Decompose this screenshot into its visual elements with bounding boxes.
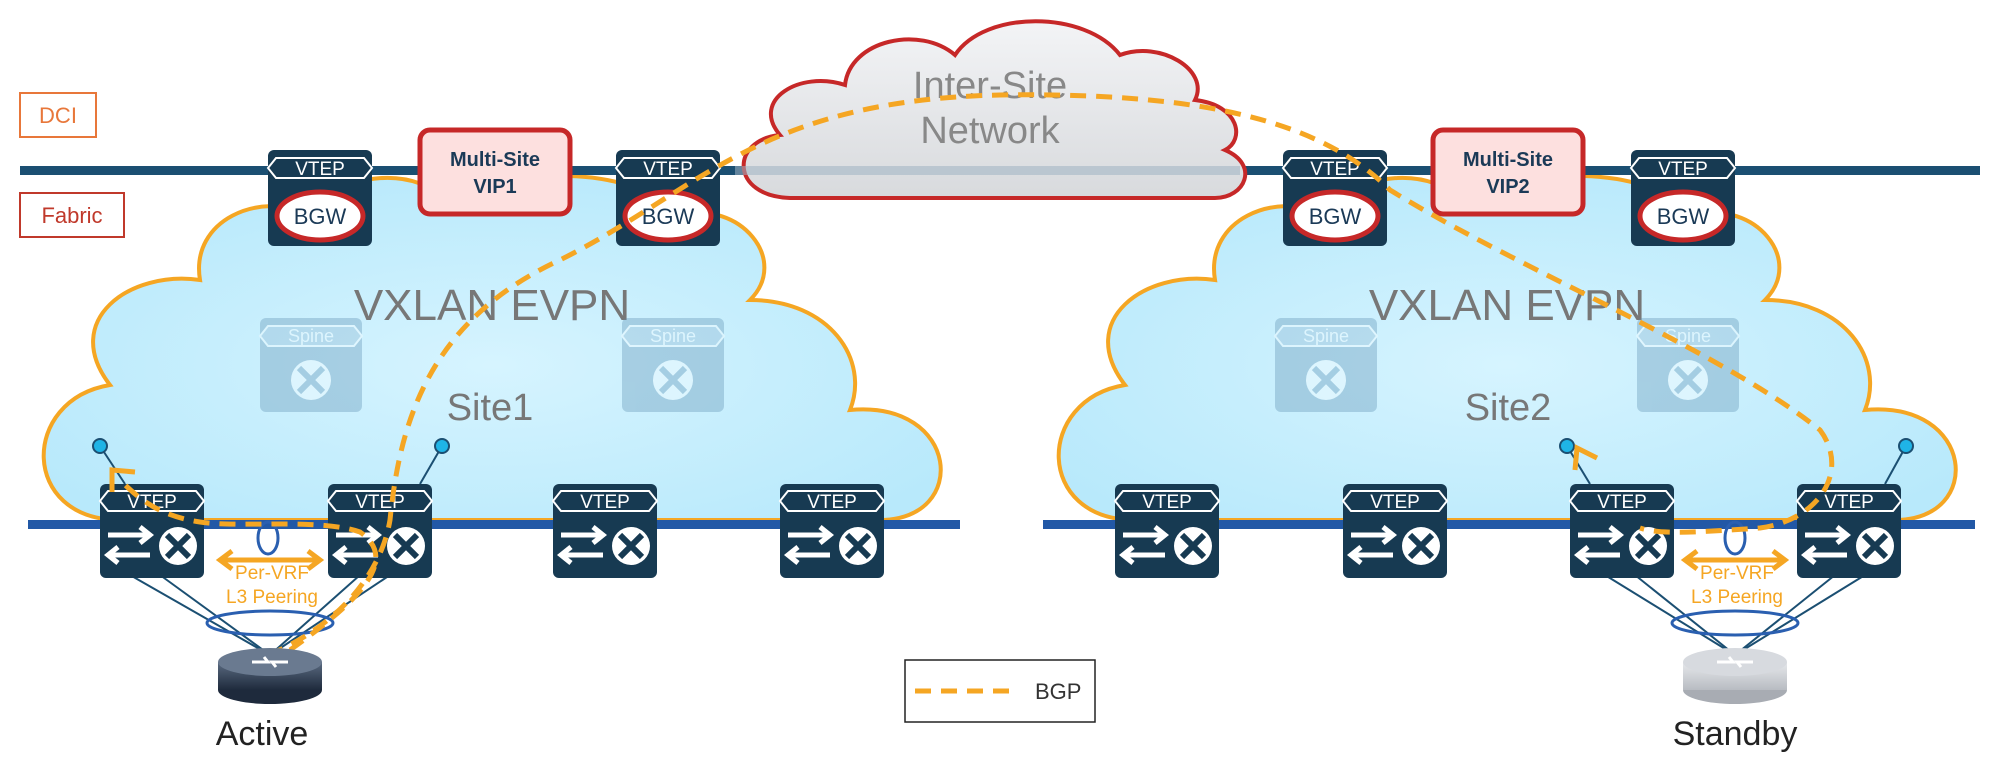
spine-s1b: Spine: [620, 318, 726, 412]
vtep-label: VTEP: [807, 492, 857, 513]
spine-label: Spine: [1303, 326, 1349, 346]
spine-label: Spine: [650, 326, 696, 346]
leaf-vtep-s2-1: VTEP: [1113, 484, 1221, 578]
vtep-label: VTEP: [1597, 492, 1647, 513]
leaf-vtep-s2-2: VTEP: [1341, 484, 1449, 578]
bgw-label: BGW: [1309, 204, 1362, 229]
bgw-label: BGW: [294, 204, 347, 229]
router-links-site2: [1604, 574, 1866, 656]
spine-s2a: Spine: [1273, 318, 1379, 412]
peering-label-2: L3 Peering: [1691, 587, 1783, 608]
leaf-vtep-s1-4: VTEP: [778, 484, 886, 578]
router-active: Active: [216, 648, 322, 753]
vtep-label: VTEP: [1310, 159, 1360, 180]
standby-label: Standby: [1673, 715, 1798, 753]
peering-label-2: L3 Peering: [226, 587, 318, 608]
legend: BGP: [904, 659, 1096, 723]
vtep-label: VTEP: [295, 159, 345, 180]
spine-s1a: Spine: [258, 318, 364, 412]
site1-cloud: [41, 173, 943, 522]
bgp-paths: [118, 92, 1835, 658]
dci-tag: DCI: [19, 92, 97, 138]
peering-label-1: Per-VRF: [1700, 563, 1774, 584]
site2-vxlan-label: VXLAN EVPN: [1369, 281, 1645, 330]
site1-transport-line: [28, 520, 960, 529]
peering-site1: Per-VRF L3 Peering: [215, 520, 325, 608]
active-label: Active: [216, 715, 309, 753]
site1-vxlan-label: VXLAN EVPN: [354, 281, 630, 330]
vip2-label-2: VIP2: [1486, 176, 1529, 198]
site2-cloud: [1056, 173, 1958, 522]
leaf-vtep-s2-3: VTEP: [1568, 484, 1676, 578]
legend-bgp-label: BGP: [1035, 679, 1081, 704]
leaf-vtep-s1-1: VTEP: [98, 484, 206, 578]
vtep-label: VTEP: [580, 492, 630, 513]
vtep-label: VTEP: [643, 159, 693, 180]
leaf-vtep-s1-2: VTEP: [326, 484, 434, 578]
vtep-label: VTEP: [1142, 492, 1192, 513]
bgw-s2-left: VTEP BGW: [1281, 150, 1389, 246]
inter-site-label-2: Network: [920, 110, 1060, 152]
site2-label: Site2: [1465, 387, 1552, 429]
leaf-vtep-s1-3: VTEP: [551, 484, 659, 578]
inter-site-label-1: Inter-Site: [913, 65, 1067, 107]
inter-site-cloud: Inter-Site Network: [735, 19, 1248, 200]
bgw-s1-left: VTEP BGW: [266, 150, 374, 246]
peering-site2: Per-VRF L3 Peering: [1680, 520, 1790, 608]
fabric-tag: Fabric: [19, 192, 125, 238]
vip1-label-1: Multi-Site: [450, 149, 540, 171]
spine-s2b: Spine: [1635, 318, 1741, 412]
vip1-label-2: VIP1: [473, 176, 516, 198]
bgw-s2-right: VTEP BGW: [1629, 150, 1737, 246]
vtep-label: VTEP: [127, 492, 177, 513]
router-links-site1: [129, 574, 391, 656]
vtep-label: VTEP: [1824, 492, 1874, 513]
peering-label-1: Per-VRF: [235, 563, 309, 584]
bgp-arrowheads: [109, 444, 1599, 492]
vtep-label: VTEP: [355, 492, 405, 513]
vtep-label: VTEP: [1370, 492, 1420, 513]
vtep-label: VTEP: [1658, 159, 1708, 180]
site1-label: Site1: [447, 387, 534, 429]
bgw-s1-right: VTEP BGW: [614, 150, 722, 246]
router-standby: Standby: [1673, 648, 1798, 753]
dci-label: DCI: [39, 103, 77, 128]
vip2-label-1: Multi-Site: [1463, 149, 1553, 171]
spine-label: Spine: [288, 326, 334, 346]
vip2-box: Multi-Site VIP2: [1430, 127, 1586, 217]
leaf-vtep-s2-4: VTEP: [1795, 484, 1903, 578]
site2-transport-line: [1043, 520, 1975, 529]
vip1-box: Multi-Site VIP1: [417, 127, 573, 217]
bgw-label: BGW: [1657, 204, 1710, 229]
bgw-label: BGW: [642, 204, 695, 229]
host-pins: [92, 438, 1914, 485]
fabric-label: Fabric: [41, 203, 102, 228]
